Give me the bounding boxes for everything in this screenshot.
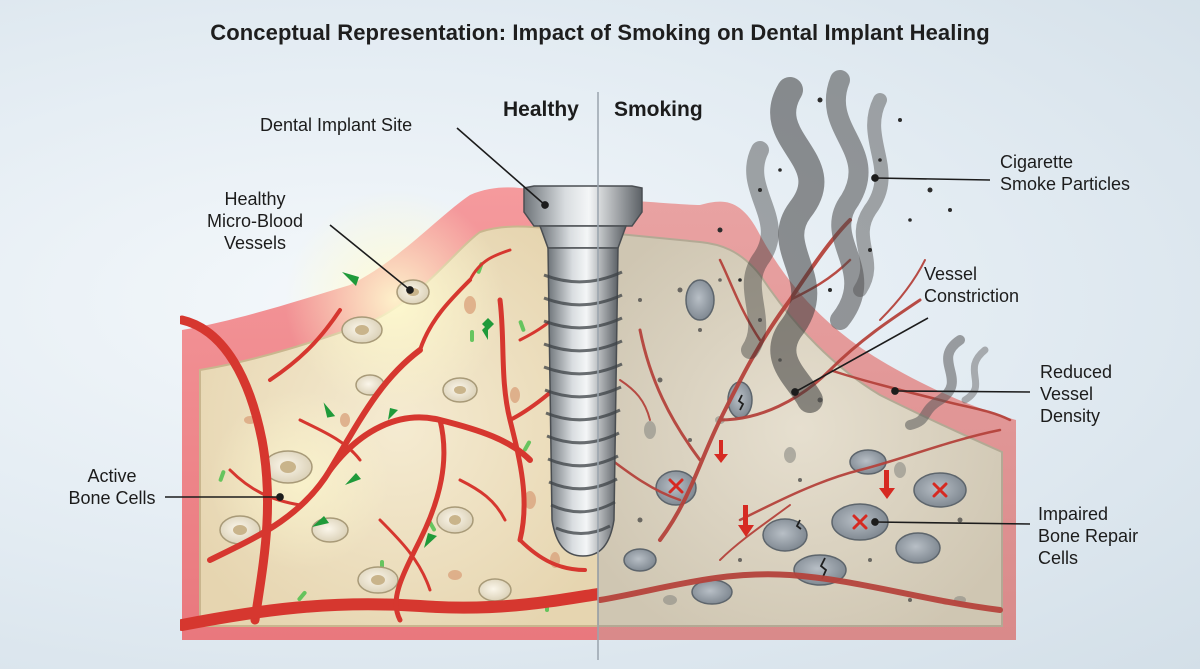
healthy-vessel-network	[180, 248, 598, 631]
diagram-title: Conceptual Representation: Impact of Smo…	[210, 20, 990, 45]
label-line: Cells	[1038, 548, 1079, 568]
side-label-healthy: Healthy	[503, 98, 579, 121]
red-arrow-icon	[714, 440, 895, 537]
label-reduced-vessel-density: Reduced Vessel Density	[1040, 361, 1112, 427]
label-active-bone-cells: Active Bone Cells	[62, 465, 162, 509]
label-line: Reduced	[1040, 362, 1113, 382]
smoke-plume-icon	[717, 70, 989, 430]
impaired-cell-icon	[623, 279, 967, 605]
label-line: Impaired	[1038, 504, 1109, 524]
side-label-smoking: Smoking	[614, 98, 703, 121]
constricted-vessel-network	[598, 218, 1012, 613]
implant-screw-icon	[523, 185, 643, 557]
label-dental-implant-site: Dental Implant Site	[260, 115, 413, 135]
label-cigarette-smoke-particles: Cigarette Smoke Particles	[1000, 151, 1130, 195]
label-line: Bone Cells	[68, 488, 156, 508]
label-line: Smoke Particles	[1000, 174, 1131, 194]
label-line: Density	[1040, 406, 1101, 426]
label-line: Healthy	[224, 189, 286, 209]
green-arrow-icon	[312, 272, 494, 548]
label-line: Vessel	[924, 264, 978, 284]
leader-lines	[165, 127, 1031, 526]
label-line: Micro-Blood	[206, 211, 304, 231]
label-line: Vessel	[1040, 384, 1094, 404]
label-healthy-micro-vessels: Healthy Micro-Blood Vessels	[180, 188, 330, 254]
x-mark-icon	[668, 478, 948, 530]
label-line: Cigarette	[1000, 152, 1074, 172]
label-line: Bone Repair	[1038, 526, 1139, 546]
label-line: Vessels	[223, 233, 287, 253]
healthy-tissue-panel	[180, 187, 598, 640]
label-vessel-constriction: Vessel Constriction	[924, 263, 1019, 307]
label-line: Constriction	[924, 286, 1020, 306]
smoking-tissue-panel	[598, 200, 1016, 640]
label-line: Active	[87, 466, 137, 486]
label-impaired-bone-repair-cells: Impaired Bone Repair Cells	[1038, 503, 1138, 569]
